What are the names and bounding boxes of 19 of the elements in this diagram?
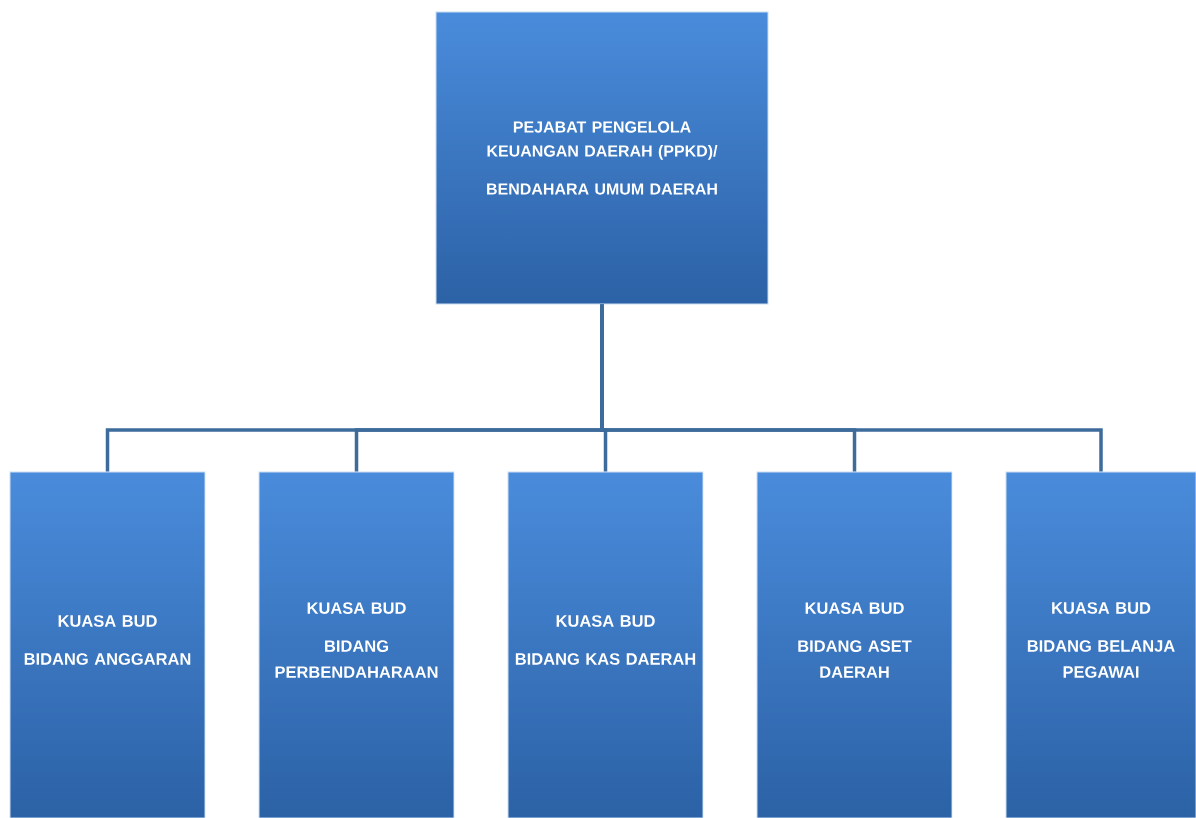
node-label: BIDANG ASET DAERAH [798, 640, 912, 678]
node-label: BIDANG ANGGARAN [24, 653, 191, 665]
department-box [507, 471, 704, 818]
node-label: KUASA BUD [58, 615, 157, 627]
node-label: KUASA BUD [1052, 602, 1151, 614]
department-box [258, 471, 455, 818]
department-box [9, 471, 206, 818]
department-box [756, 471, 953, 818]
node-label: BENDAHARA UMUM DAERAH [487, 183, 717, 195]
top-box [435, 11, 769, 305]
department-box [1005, 471, 1196, 818]
node-label: PEJABAT PENGELOLA KEUANGAN DAERAH (PPKD)/ [487, 121, 718, 160]
node-label: KUASA BUD [556, 615, 655, 627]
node-label: BIDANG KAS DAERAH [515, 653, 696, 665]
node-label: KUASA BUD [805, 602, 904, 614]
node-label: KUASA BUD [307, 602, 406, 614]
node-label: BIDANG PERBENDAHARAAN [275, 640, 438, 678]
connector-line [600, 304, 1103, 472]
node-label: BIDANG BELANJA PEGAWAI [1027, 640, 1175, 678]
